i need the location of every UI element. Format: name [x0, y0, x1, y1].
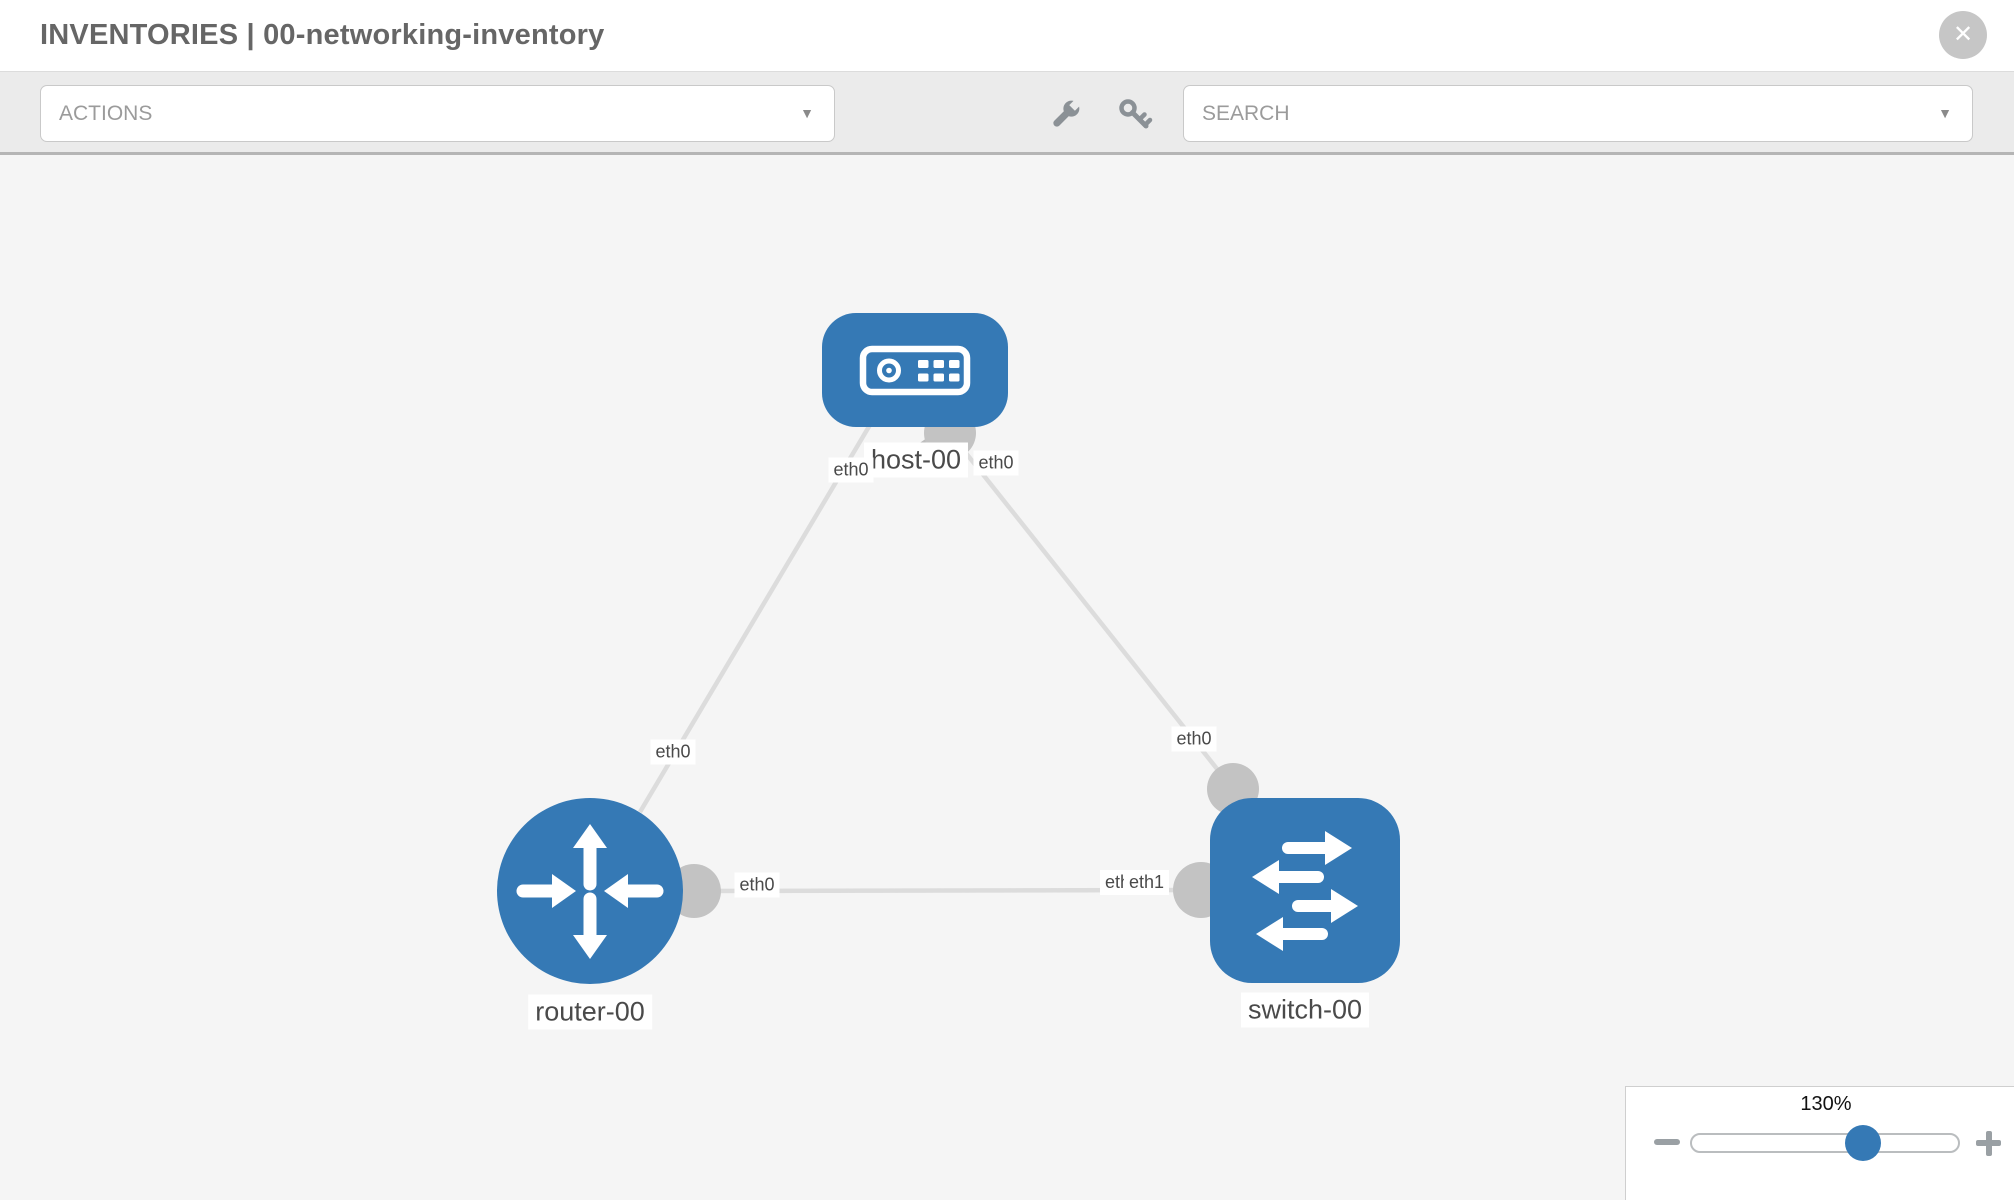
topology-canvas[interactable] — [0, 155, 2014, 1200]
zoom-slider-handle[interactable] — [1845, 1125, 1881, 1161]
interface-label-host-right: eth0 — [973, 450, 1019, 476]
wrench-icon[interactable] — [1046, 96, 1084, 134]
node-switch-00[interactable] — [1210, 798, 1400, 983]
page-title: INVENTORIES | 00-networking-inventory — [40, 19, 605, 51]
zoom-in-plus-icon[interactable] — [1985, 1130, 1992, 1156]
link-endpoints — [667, 407, 1259, 918]
router-node-label: router-00 — [528, 994, 652, 1030]
search-dropdown[interactable]: SEARCH ▼ — [1183, 85, 1973, 142]
zoom-slider-track[interactable] — [1690, 1133, 1960, 1153]
server-icon — [859, 345, 971, 396]
host-node-label: host-00 — [863, 442, 969, 478]
close-glyph: ✕ — [1952, 21, 1974, 48]
zoom-control-panel: 130% — [1625, 1086, 2014, 1200]
node-host-00[interactable] — [822, 313, 1008, 427]
interface-label-switch-left-front: eth1 — [1124, 870, 1170, 895]
interface-label-switch-top: eth0 — [1171, 726, 1217, 752]
node-router-00[interactable] — [497, 798, 683, 984]
zoom-out-minus-icon[interactable] — [1654, 1139, 1680, 1145]
interface-label-router-top: eth0 — [650, 739, 696, 765]
actions-dropdown[interactable]: ACTIONS ▼ — [40, 85, 835, 142]
chevron-down-icon: ▼ — [800, 105, 814, 121]
switch-node-label: switch-00 — [1240, 992, 1370, 1028]
search-dropdown-value: SEARCH — [1202, 102, 1290, 125]
header: INVENTORIES | 00-networking-inventory ✕ — [0, 0, 2014, 72]
router-arrows-icon — [516, 824, 664, 959]
close-icon[interactable]: ✕ — [1939, 11, 1987, 59]
switch-arrows-icon — [1252, 831, 1358, 951]
actions-dropdown-value: ACTIONS — [59, 102, 153, 125]
links — [638, 406, 1235, 894]
zoom-level-value: 130% — [1800, 1093, 1852, 1115]
toolbar: ACTIONS ▼ SEARCH ▼ — [0, 72, 2014, 155]
interface-label-router-right: eth0 — [734, 872, 780, 898]
chevron-down-icon: ▼ — [1938, 105, 1952, 121]
key-icon[interactable] — [1116, 96, 1154, 134]
interface-label-host-left: eth0 — [828, 457, 874, 483]
